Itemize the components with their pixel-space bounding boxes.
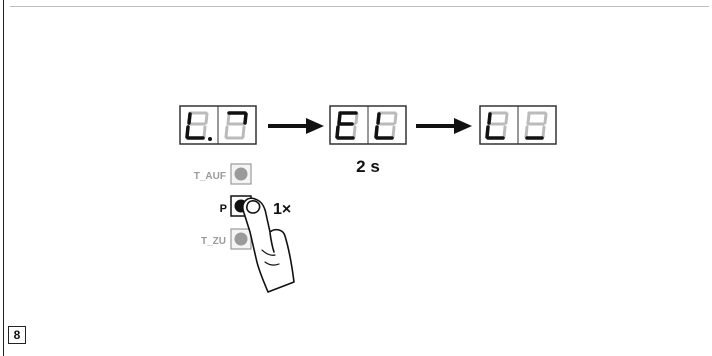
- t-auf-button[interactable]: T_AUF: [194, 163, 252, 185]
- display-2: 2 s: [329, 105, 407, 176]
- finger-icon: [242, 197, 295, 293]
- p-label: P: [220, 203, 227, 215]
- t-zu-button-cap: [234, 232, 248, 246]
- display-1-digit-2-partial: [227, 111, 248, 125]
- t-zu-label: T_ZU: [201, 236, 226, 247]
- figure-number: 8: [8, 326, 26, 344]
- frame-left-border: [3, 0, 4, 356]
- display-1-digit-1-L: [185, 112, 205, 140]
- press-count-label: 1×: [273, 201, 291, 218]
- arrow-1: [268, 118, 324, 134]
- display-2-digit-1-E: [335, 111, 358, 140]
- t-auf-button-cap: [234, 167, 248, 181]
- t-auf-label: T_AUF: [194, 171, 226, 182]
- top-rule: [10, 6, 709, 7]
- display-3: [479, 105, 557, 145]
- display-2-digit-2-L: [374, 112, 394, 140]
- display-1: [179, 105, 257, 145]
- t-zu-button[interactable]: T_ZU: [201, 228, 252, 250]
- display-3-digit-1-L: [485, 112, 505, 140]
- arrow-2: [416, 118, 472, 134]
- timing-label: 2 s: [356, 157, 380, 176]
- display-1-decimal-point: [208, 137, 212, 141]
